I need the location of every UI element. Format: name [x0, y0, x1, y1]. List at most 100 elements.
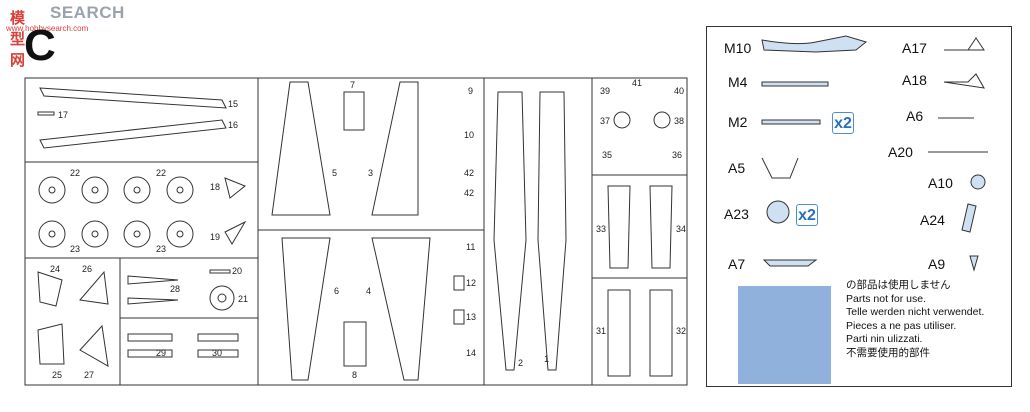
num-3: 3	[368, 168, 373, 178]
part-16-strut	[39, 119, 227, 149]
legend-label-a24: A24	[920, 212, 945, 228]
num-30: 30	[212, 348, 222, 358]
legend-label-a18: A18	[902, 72, 927, 88]
sprue-diagram: 15 16 17 22 22 23 23 18 19 24 26 25 27 2…	[24, 77, 688, 386]
a10-part-icon	[970, 174, 986, 190]
num-19: 19	[210, 232, 220, 242]
part-19	[224, 220, 247, 245]
note-fr: Pieces a ne pas utiliser.	[846, 319, 957, 332]
num-41: 41	[632, 78, 642, 88]
sprue-frame	[24, 77, 688, 386]
legend-label-a5: A5	[728, 160, 746, 176]
a5-part-icon	[761, 157, 799, 179]
a9-part-icon	[969, 255, 979, 272]
part-24	[37, 271, 63, 307]
m10-part-icon	[761, 35, 868, 53]
num-38: 38	[674, 116, 684, 126]
num-32: 32	[676, 326, 686, 336]
a7-part-icon	[762, 259, 818, 267]
part-7	[343, 91, 365, 131]
unused-parts-color-swatch	[738, 286, 831, 384]
part-32	[649, 289, 673, 377]
part-29a	[127, 333, 173, 342]
part-1-fuselage	[537, 91, 567, 371]
num-5: 5	[332, 168, 337, 178]
num-27: 27	[84, 370, 94, 380]
num-7: 7	[350, 80, 355, 90]
a24-part-icon	[961, 203, 977, 233]
legend-drawings	[761, 35, 988, 272]
num-17: 17	[58, 110, 68, 120]
note-it: Parti nin ulizzati.	[846, 333, 923, 346]
m4-part-icon	[761, 81, 829, 87]
part-15-strut	[39, 87, 227, 109]
part-25	[37, 323, 65, 365]
part-6-wing	[281, 237, 331, 381]
num-42b: 42	[464, 188, 474, 198]
part-31	[607, 289, 631, 377]
num-6: 6	[334, 286, 339, 296]
a23-multiplier-badge: x2	[796, 204, 818, 226]
sheet-letter: C	[24, 21, 56, 70]
num-35: 35	[602, 150, 612, 160]
num-13: 13	[466, 312, 476, 322]
num-33: 33	[596, 224, 606, 234]
num-12: 12	[466, 278, 476, 288]
a23-part-icon	[766, 200, 790, 224]
note-en: Parts not for use.	[846, 292, 926, 305]
part-30a	[197, 333, 239, 342]
num-37: 37	[600, 116, 610, 126]
watermark-cn: 模型网	[10, 9, 26, 69]
part-3-wing	[371, 81, 419, 216]
part-27	[79, 324, 109, 367]
num-23a: 23	[70, 244, 80, 254]
legend-label-a23: A23	[724, 206, 749, 222]
note-de: Telle werden nicht verwendet.	[846, 306, 985, 319]
part-30b	[197, 349, 239, 358]
num-31: 31	[596, 326, 606, 336]
unused-parts-notes: の部品は使用しません Parts not for use. Telle werd…	[846, 279, 984, 361]
legend-label-a20: A20	[888, 144, 913, 160]
num-1: 1	[544, 354, 549, 364]
legend-label-a6: A6	[906, 108, 924, 124]
legend-label-m4: M4	[728, 74, 748, 90]
part-33	[607, 185, 631, 269]
num-39: 39	[600, 86, 610, 96]
num-40: 40	[674, 86, 684, 96]
legend-label-a17: A17	[902, 40, 927, 56]
num-16: 16	[228, 120, 238, 130]
watermark-url: www.hobbysearch.com	[6, 24, 89, 33]
num-4: 4	[366, 286, 371, 296]
part-37	[613, 111, 631, 129]
num-21: 21	[238, 294, 248, 304]
num-28: 28	[170, 284, 180, 294]
num-36: 36	[672, 150, 682, 160]
part-12	[453, 275, 465, 291]
num-29: 29	[156, 348, 166, 358]
part-20	[209, 269, 231, 274]
num-18: 18	[210, 182, 220, 192]
legend-label-a10: A10	[928, 175, 953, 191]
num-23b: 23	[156, 244, 166, 254]
num-42a: 42	[464, 168, 474, 178]
legend-label-m2: M2	[728, 114, 748, 130]
num-22b: 22	[156, 168, 166, 178]
watermark-title: SEARCH	[50, 3, 125, 22]
num-8: 8	[352, 370, 357, 380]
part-8	[343, 321, 367, 367]
num-24: 24	[50, 264, 60, 274]
m2-multiplier-badge: x2	[832, 112, 854, 134]
part-13	[453, 309, 465, 325]
part-28b	[127, 297, 179, 305]
note-zh: 不需要使用的部件	[846, 346, 930, 359]
num-11: 11	[466, 242, 475, 252]
unused-parts-legend	[706, 26, 1012, 387]
legend-label-a7: A7	[728, 256, 746, 272]
num-2: 2	[518, 358, 523, 368]
part-2-fuselage	[493, 91, 527, 371]
part-17-pin	[37, 111, 55, 116]
num-9: 9	[468, 86, 473, 96]
part-18	[224, 177, 246, 199]
num-22a: 22	[70, 168, 80, 178]
part-4-wing	[371, 237, 431, 381]
